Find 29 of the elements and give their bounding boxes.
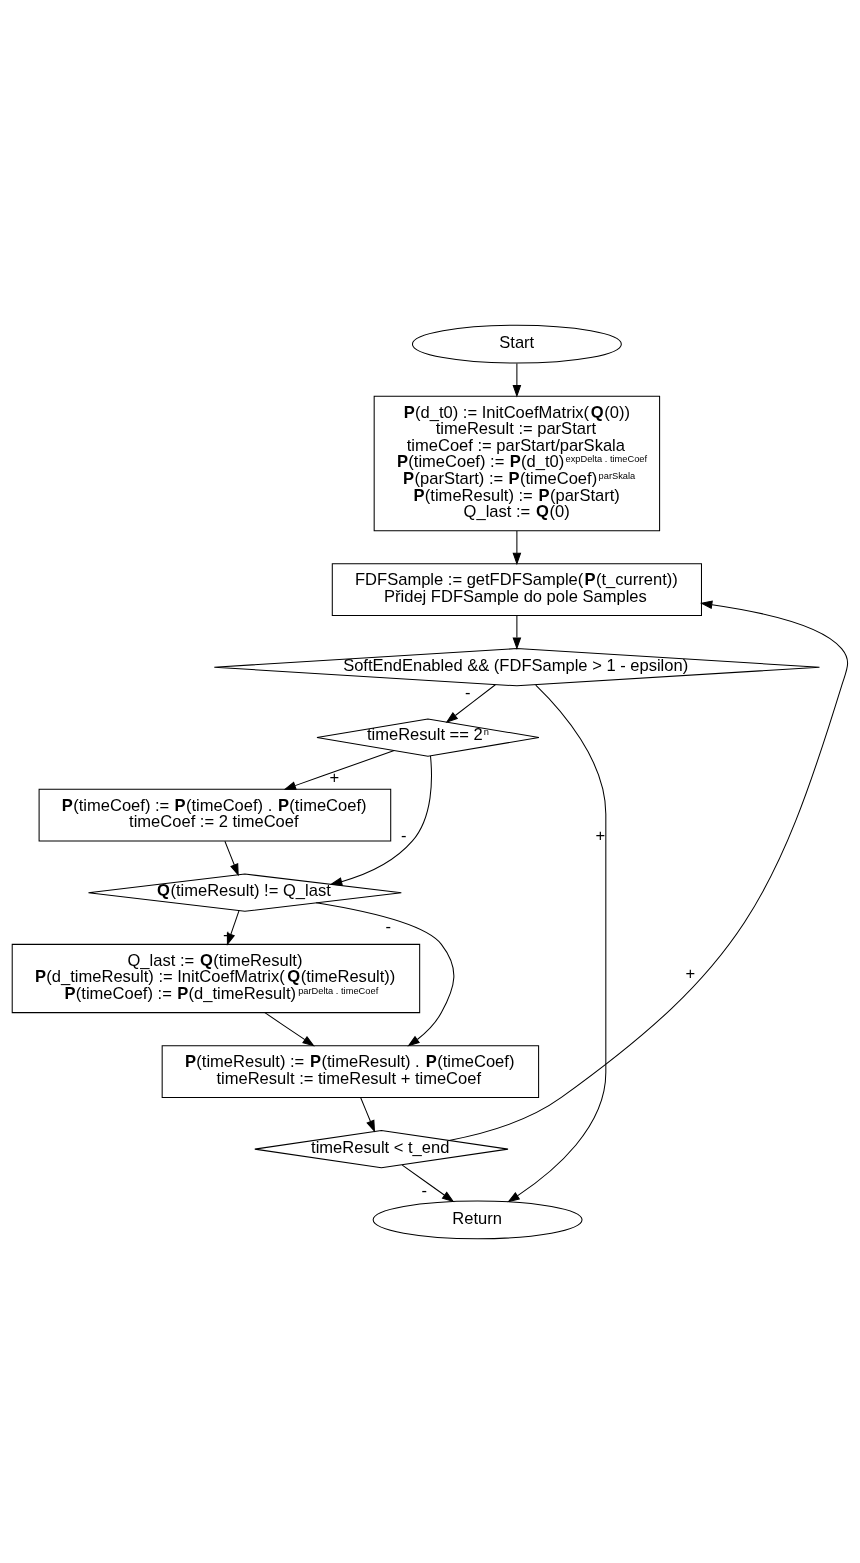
edge-label: - <box>421 1180 427 1200</box>
node-box: Q_last := Q(timeResult) P(d_timeResult) := InitCoefMatrix(Q(timeResult)) P(timeCoef) := P(d_timeResult)$^{parDelta . timeCoef}$ <box>11 943 421 1013</box>
node-box: FDFSample := getFDFSample(P(t_current)) Přidej FDFSample do pole Samples <box>331 562 702 616</box>
arrow <box>445 683 496 723</box>
edge-label: - <box>385 916 391 936</box>
arrow <box>507 684 607 1202</box>
edge-label: + <box>685 963 696 983</box>
arrow <box>448 599 849 1141</box>
arrow <box>512 614 522 650</box>
node-diamond: timeResult == 2$^{n}$ <box>316 717 540 757</box>
arrow <box>329 755 432 886</box>
edge-label: - <box>400 825 407 845</box>
arrow <box>264 1011 315 1046</box>
node-ellipse: Return <box>372 1199 583 1239</box>
arrow <box>283 749 395 790</box>
node-diamond: timeResult < t_end <box>254 1129 509 1168</box>
node-box: P(timeCoef) := P(timeCoef) . P(timeCoef) timeCoef := 2 timeCoef <box>38 788 392 841</box>
arrow <box>512 362 522 397</box>
arrow <box>315 901 455 1046</box>
node-diamond: SoftEndEnabled && (FDFSample > 1 - epsilon) <box>213 647 820 686</box>
edge-label: + <box>329 767 340 787</box>
node-box: P(timeResult) := P(timeResult) . P(timeCoef) timeResult := timeResult + timeCoef <box>161 1044 540 1098</box>
arrow <box>401 1164 455 1202</box>
arrow <box>224 840 239 876</box>
edge-label: + <box>595 825 606 845</box>
node-box: P(d_t0) := InitCoefMatrix(Q(0)) timeResult := parStart timeCoef := parStart/parSkala P(timeCoef) := P(d_t0)$^{expDelta . timeCoef}$ P(parStart) := P(timeCoef)$^{parSkala}$ P(timeResult) := P(parStart) Q_last := Q(0) <box>373 395 661 531</box>
arrow <box>512 529 522 565</box>
arrow <box>360 1096 376 1133</box>
node-ellipse: Start <box>411 324 622 364</box>
